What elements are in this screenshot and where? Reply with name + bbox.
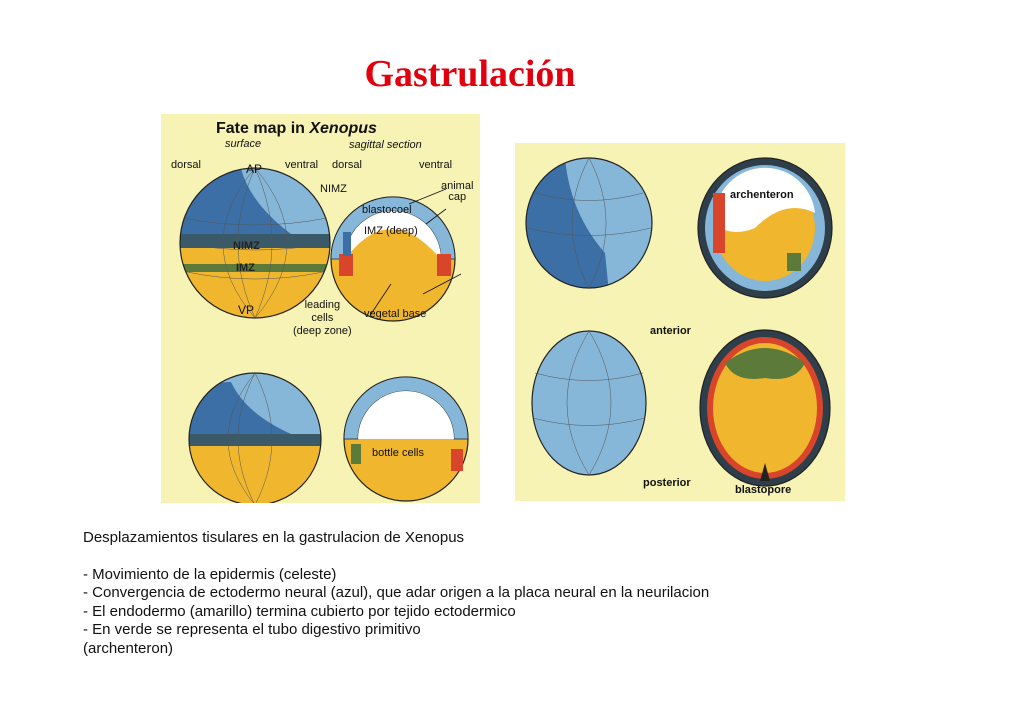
gastrulation-stages-figure: archenteron anterior posterior blastopor…	[515, 143, 845, 501]
label-blastopore: blastopore	[735, 484, 792, 496]
label-sagittal-section: sagittal section	[349, 139, 422, 151]
label-vp: VP	[238, 303, 255, 317]
surface-embryo-late	[188, 372, 322, 503]
label-ap: AP	[246, 162, 263, 176]
label-surface: surface	[225, 138, 262, 150]
surface-embryo-early	[179, 167, 331, 319]
surface-view-lower	[531, 330, 647, 476]
section-view-upper	[697, 157, 833, 299]
fate-map-figure: Fate map in Xenopus surface sagittal sec…	[161, 114, 480, 503]
gastrulation-drawing	[525, 157, 833, 487]
sagittal-section-early	[330, 196, 456, 322]
label-bottle-cells: bottle cells	[372, 447, 424, 459]
label-posterior: posterior	[643, 477, 691, 489]
label-animal-cap: animal cap	[441, 180, 474, 203]
label-nimz-surface: NIMZ	[233, 240, 260, 252]
label-vegetal-base: vegetal base	[364, 308, 427, 320]
surface-view-upper	[525, 157, 653, 289]
label-archenteron: archenteron	[730, 189, 794, 201]
label-imz-surface: IMZ	[236, 262, 255, 274]
caption-item: - Convergencia de ectodermo neural (azul…	[83, 584, 710, 601]
caption-block: Desplazamientos tisulares en la gastrula…	[83, 529, 709, 658]
fate-map-drawing	[179, 167, 469, 503]
label-blastocoel: blastocoel	[362, 204, 412, 216]
caption-item: - En verde se representa el tubo digesti…	[83, 621, 421, 638]
caption-item: - Movimiento de la epidermis (celeste)	[83, 565, 337, 583]
label-dorsal-surface: dorsal	[171, 159, 201, 171]
section-view-lower	[699, 329, 831, 487]
caption-item: - El endodermo (amarillo) termina cubier…	[83, 602, 516, 620]
label-ventral-surface: ventral	[285, 159, 319, 171]
label-leading-cells: leading cells (deep zone)	[293, 299, 352, 337]
label-dorsal-section: dorsal	[332, 159, 362, 171]
fate-map-title: Fate map in Xenopus	[216, 120, 377, 137]
sagittal-section-late	[343, 376, 469, 502]
caption-heading: Desplazamientos tisulares en la gastrula…	[83, 529, 465, 546]
label-nimz-section: NIMZ	[320, 183, 347, 195]
label-imz-deep: IMZ (deep)	[364, 225, 418, 237]
label-ventral-section: ventral	[419, 159, 453, 171]
label-anterior: anterior	[650, 325, 691, 337]
page-title: Gastrulación	[364, 53, 576, 95]
caption-item: (archenteron)	[83, 639, 174, 657]
